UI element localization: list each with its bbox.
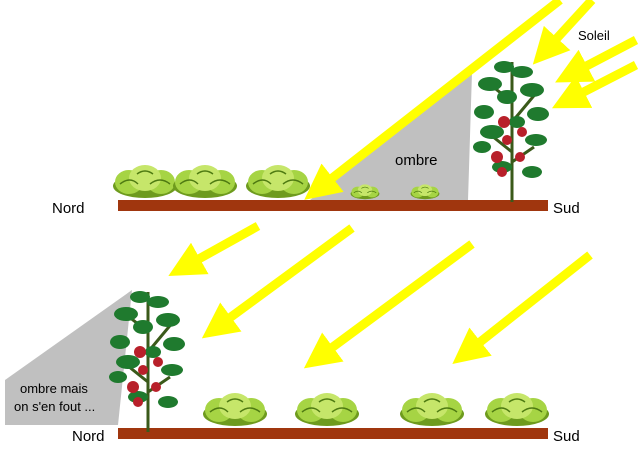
- ground-bar: [118, 428, 548, 439]
- sun-ray: [532, 0, 596, 65]
- north-label: Nord: [52, 200, 85, 217]
- sun-ray: [303, 240, 475, 369]
- lettuce: [172, 164, 238, 199]
- sun-rays: [304, 0, 639, 200]
- sun-ray: [552, 61, 639, 109]
- sun-label: Soleil: [578, 28, 610, 43]
- lettuce: [112, 164, 178, 199]
- shadow-label-line1: ombre mais: [20, 381, 88, 396]
- sun-ray: [452, 251, 593, 364]
- lettuce: [484, 392, 550, 427]
- lettuce: [399, 392, 465, 427]
- sun-rays: [168, 222, 593, 369]
- ground-bar: [118, 200, 548, 211]
- sun-ray: [555, 36, 639, 83]
- south-label: Sud: [553, 428, 580, 445]
- sun-ray: [201, 224, 355, 339]
- lettuce: [245, 164, 311, 199]
- shadow-area: [5, 290, 132, 425]
- shadow-label-line2: on s'en fout ...: [14, 399, 95, 414]
- lettuce: [294, 392, 360, 427]
- north-label: Nord: [72, 428, 105, 445]
- lettuce: [202, 392, 268, 427]
- sun-ray: [304, 0, 563, 200]
- shadow-label: ombre: [395, 152, 438, 169]
- sun-ray: [168, 222, 261, 276]
- south-label: Sud: [553, 200, 580, 217]
- tomato-plant: [107, 289, 187, 434]
- tomato-plant: [471, 59, 551, 204]
